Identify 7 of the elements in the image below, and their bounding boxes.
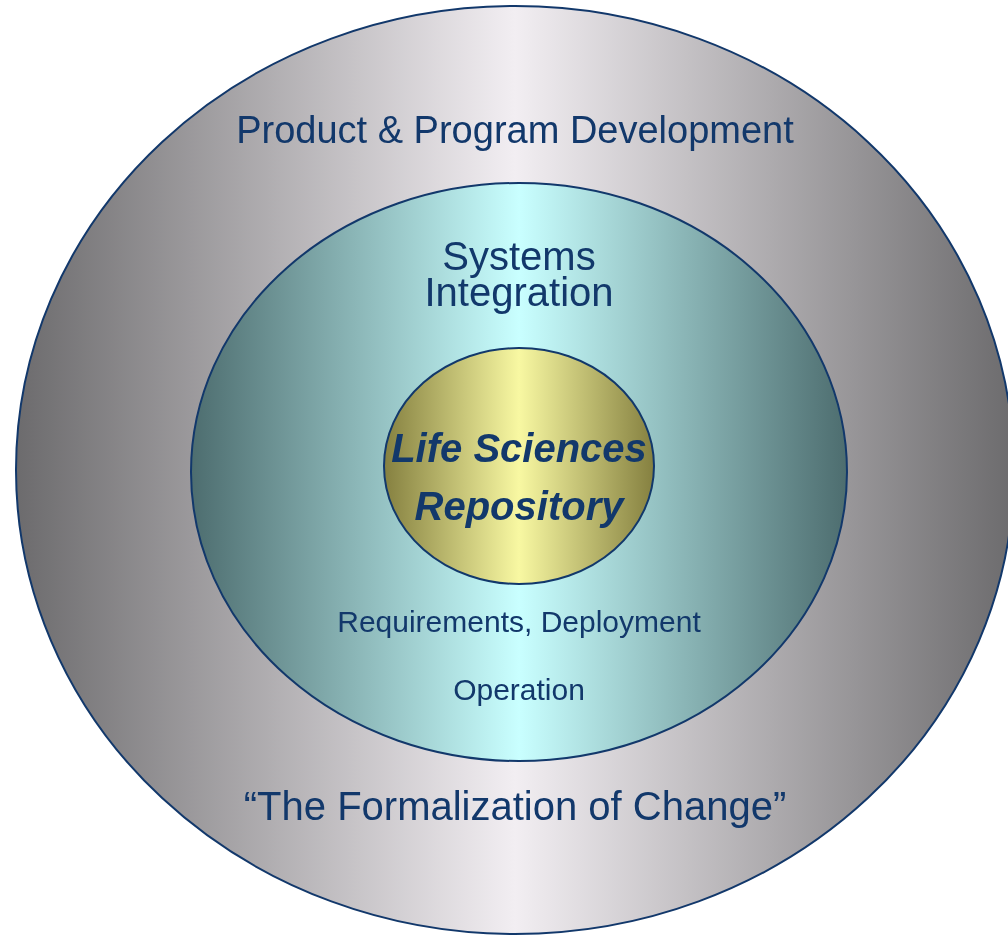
ring-heading: Product & Program Development [235, 108, 795, 152]
core-ellipse [383, 347, 655, 585]
middle-ellipse [190, 182, 848, 762]
ring-caption: “The Formalization of Change” [242, 783, 788, 829]
core-label: Life Sciences Repository [390, 425, 648, 530]
ring-text: Operation [452, 672, 586, 708]
ring-text: Requirements, Deployment [336, 604, 702, 640]
